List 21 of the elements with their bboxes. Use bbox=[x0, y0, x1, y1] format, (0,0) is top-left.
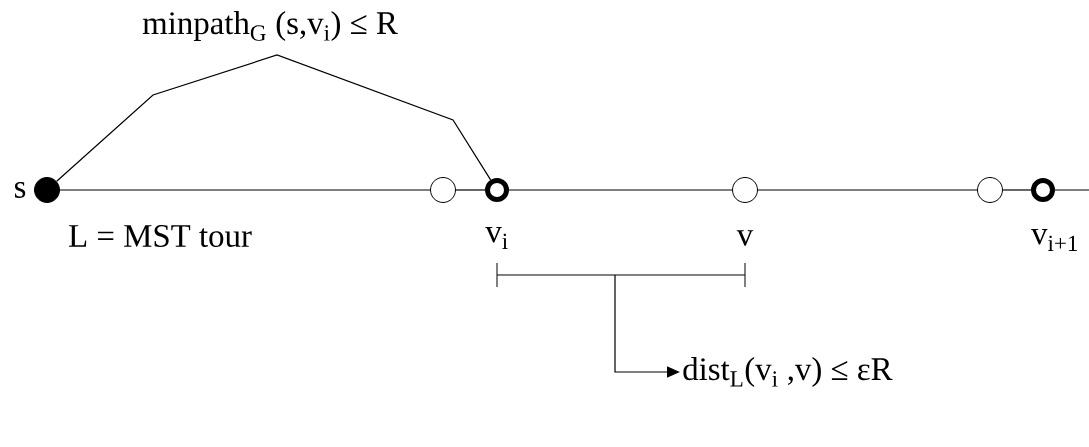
vertex-circle bbox=[34, 177, 60, 203]
arrow bbox=[614, 274, 680, 378]
formula-text: dist$_{L}$(v$_{i}$ ,v) ≤ εR bbox=[683, 357, 893, 387]
vertex-circle bbox=[977, 177, 1003, 203]
path-line bbox=[56, 54, 492, 182]
line bbox=[455, 189, 486, 191]
vertex-label: s bbox=[14, 182, 26, 198]
vertex-circle bbox=[430, 177, 456, 203]
vertex-label: v bbox=[736, 230, 754, 246]
line bbox=[1054, 189, 1089, 191]
line bbox=[1002, 189, 1032, 191]
edge-label: minpath$_{G}$ (s,v$_{i}$) ≤ R bbox=[141, 10, 399, 42]
line bbox=[757, 189, 978, 191]
line bbox=[508, 189, 733, 191]
vertex-circle bbox=[732, 177, 758, 203]
vertex-label: v$_{i}$ bbox=[485, 227, 508, 249]
line bbox=[59, 189, 431, 191]
vertex-label: v$_{i+1}$ bbox=[1031, 229, 1078, 251]
edge-label: L = MST tour bbox=[67, 223, 253, 249]
vertex-circle bbox=[1031, 178, 1055, 202]
vertex-circle bbox=[485, 178, 509, 202]
